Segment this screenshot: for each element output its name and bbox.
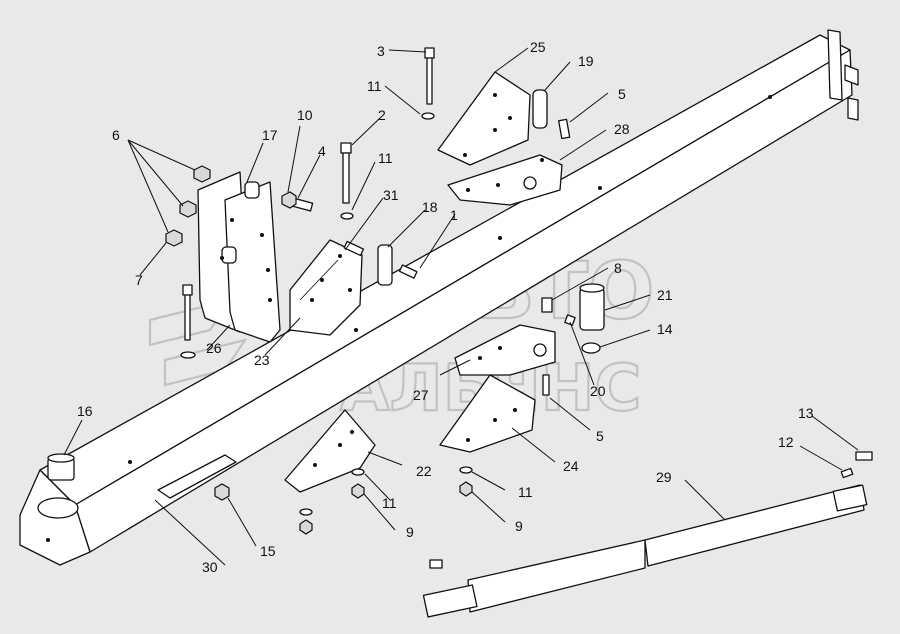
callout-22: 22 <box>416 463 432 479</box>
callout-15: 15 <box>260 543 276 559</box>
callout-23: 23 <box>254 352 270 368</box>
callout-8: 8 <box>614 260 622 276</box>
bracket-22 <box>284 409 376 493</box>
housing-21 <box>541 283 605 354</box>
callouts: 6 7 17 10 4 2 3 11 11 31 18 1 25 19 5 28… <box>77 39 814 575</box>
callout-2: 2 <box>378 107 386 123</box>
callout-4: 4 <box>318 143 326 159</box>
sleeve-18 <box>377 244 393 286</box>
callout-21: 21 <box>657 287 673 303</box>
callout-7: 7 <box>135 272 143 288</box>
callout-27: 27 <box>413 387 429 403</box>
callout-24: 24 <box>563 458 579 474</box>
callout-20: 20 <box>590 383 606 399</box>
callout-5-lower: 5 <box>596 428 604 444</box>
callout-30: 30 <box>202 559 218 575</box>
callout-19: 19 <box>578 53 594 69</box>
callout-16: 16 <box>77 403 93 419</box>
callout-26: 26 <box>206 340 222 356</box>
callout-28: 28 <box>614 121 630 137</box>
callout-18: 18 <box>422 199 438 215</box>
callout-3: 3 <box>377 43 385 59</box>
callout-10: 10 <box>297 107 313 123</box>
callout-9-right: 9 <box>515 518 523 534</box>
callout-14: 14 <box>657 321 673 337</box>
bushing-16 <box>47 453 75 481</box>
callout-5-top: 5 <box>618 86 626 102</box>
bolts <box>180 47 435 359</box>
bolt-5-lower <box>542 374 550 396</box>
callout-17: 17 <box>262 127 278 143</box>
callout-6: 6 <box>112 127 120 143</box>
callout-13: 13 <box>798 405 814 421</box>
callout-11-mid: 11 <box>378 150 393 166</box>
pin-19 <box>532 89 548 129</box>
telescopic-arm-29 <box>422 451 873 618</box>
callout-1: 1 <box>450 207 458 223</box>
callout-25: 25 <box>530 39 546 55</box>
callout-29: 29 <box>656 469 672 485</box>
bolt-5-top <box>558 118 571 140</box>
callout-12: 12 <box>778 434 794 450</box>
bracket-24 <box>439 374 536 453</box>
bracket-25 <box>437 71 531 166</box>
callout-9-left: 9 <box>406 524 414 540</box>
mount-plate-31 <box>289 239 418 336</box>
plate-27 <box>454 324 556 376</box>
callout-31: 31 <box>383 187 399 203</box>
nuts-6 <box>165 165 211 247</box>
left-bracket <box>197 171 281 343</box>
callout-11-top: 11 <box>367 78 382 94</box>
pin-8 <box>541 297 553 313</box>
callout-11-right: 11 <box>518 484 533 500</box>
leader-lines <box>63 47 859 566</box>
main-beam <box>19 29 859 566</box>
plate-28 <box>447 154 563 206</box>
callout-11-left: 11 <box>382 495 397 511</box>
lower-fasteners <box>214 466 473 535</box>
